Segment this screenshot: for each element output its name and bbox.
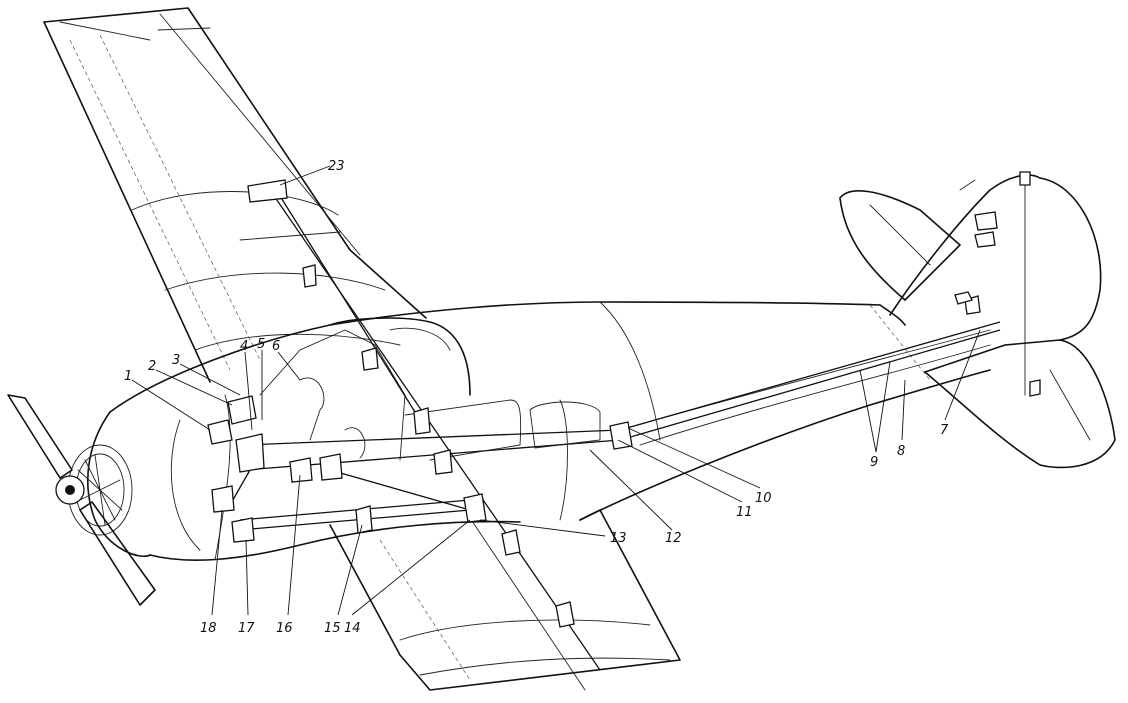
left-wing: [43, 7, 427, 383]
label-11: 11: [736, 505, 753, 520]
label-10: 10: [755, 491, 772, 506]
label-17: 17: [238, 621, 255, 636]
label-4: 4: [240, 339, 248, 354]
leader-lines: [131, 165, 981, 616]
label-1: 1: [124, 369, 132, 384]
canopy: [259, 317, 601, 461]
label-6: 6: [272, 339, 280, 354]
horizontal-stabilizer-left: [839, 190, 961, 301]
label-16: 16: [276, 621, 293, 636]
label-12: 12: [665, 531, 682, 546]
control-components: [207, 179, 1041, 628]
label-3: 3: [172, 353, 180, 368]
label-15: 15: [324, 621, 341, 636]
label-2: 2: [148, 359, 156, 374]
propeller: [7, 394, 156, 606]
label-13: 13: [610, 531, 627, 546]
label-7: 7: [940, 423, 949, 438]
label-23: 23: [328, 159, 345, 174]
label-14: 14: [344, 621, 361, 636]
label-9: 9: [870, 455, 878, 470]
right-wing: [329, 509, 681, 691]
vertical-fin: [889, 171, 1102, 396]
label-18: 18: [200, 621, 217, 636]
label-8: 8: [897, 444, 905, 459]
horizontal-stabilizer-right: [924, 339, 1116, 469]
callout-labels: 1 2 3 4 5 6 7 8 9 10 11 12 13 14 15 16 1…: [124, 159, 949, 636]
label-5: 5: [257, 337, 265, 352]
engine-cowling: [67, 394, 231, 561]
